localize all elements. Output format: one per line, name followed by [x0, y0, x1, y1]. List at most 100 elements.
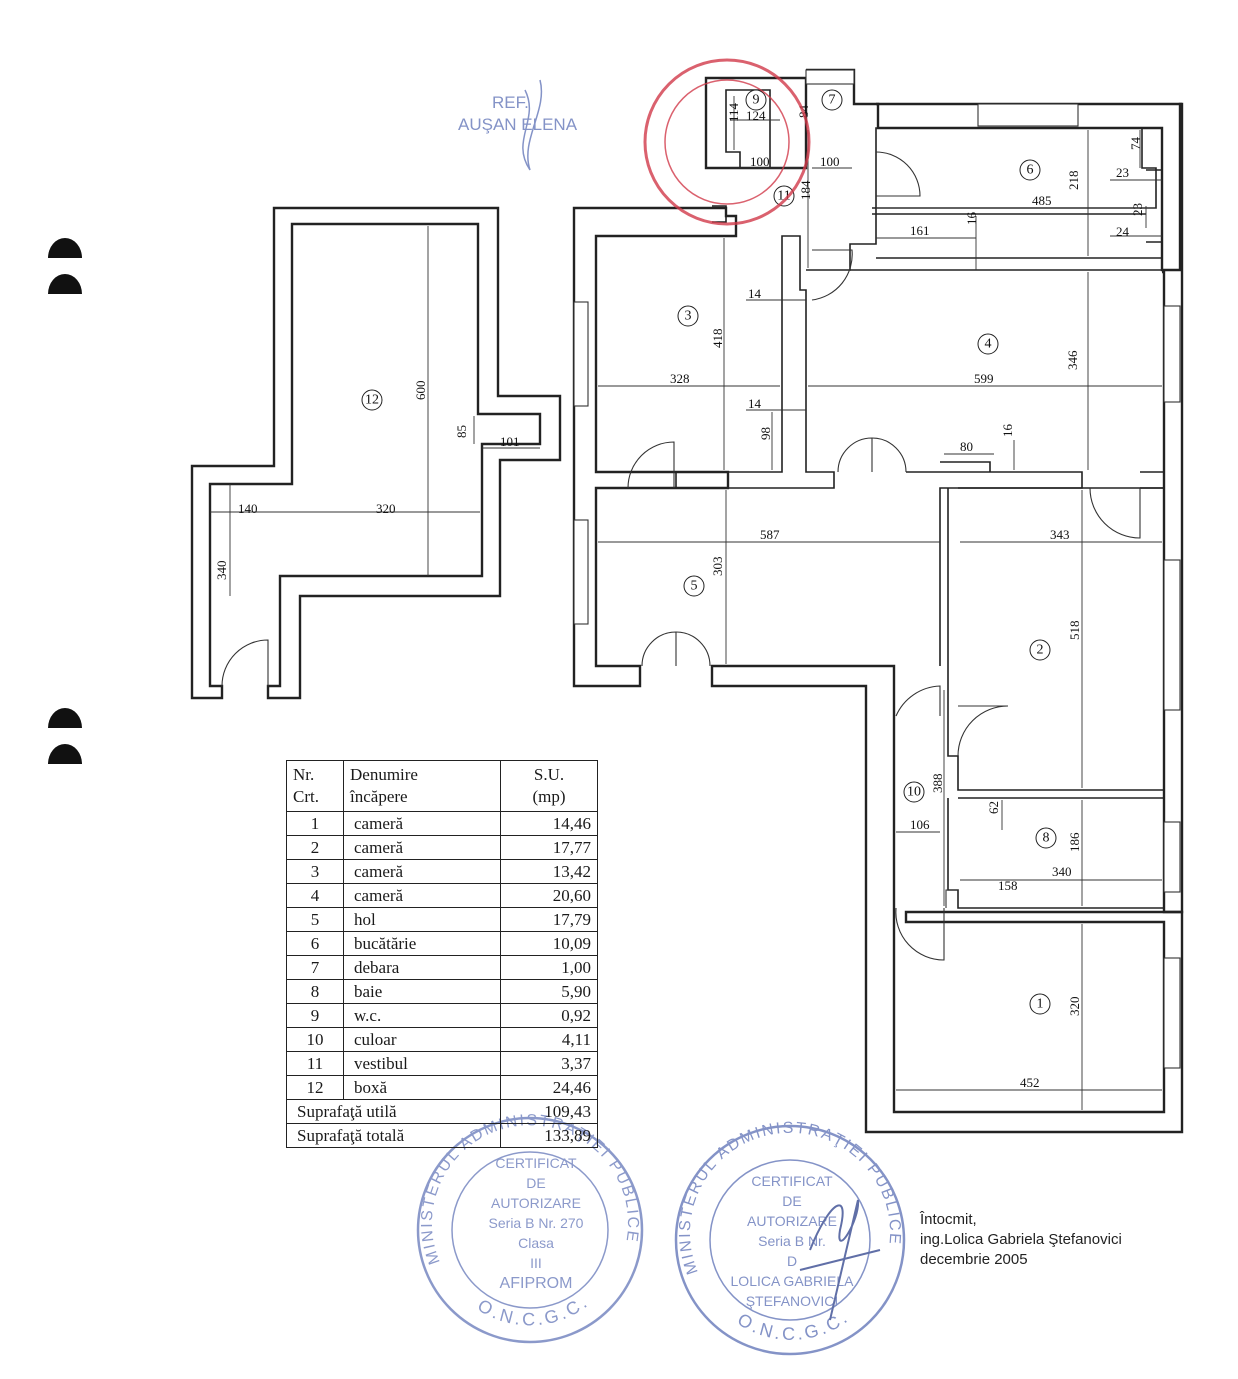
dimension-label: 388 — [930, 774, 945, 794]
cell-su: 5,90 — [500, 979, 598, 1004]
ref-note: REF. AUŞAN ELENA — [458, 79, 578, 171]
dimension-label: 158 — [998, 878, 1018, 893]
stamp-line: III — [530, 1255, 542, 1271]
stamp-line: Seria B Nr. — [758, 1233, 826, 1249]
signature-line-2: ing.Lolica Gabriela Ştefanovici — [920, 1231, 1122, 1248]
dimension-label: 587 — [760, 527, 780, 542]
cell-name: boxă — [343, 1075, 501, 1100]
cell-su: 13,42 — [500, 859, 598, 884]
stamp-line: CERTIFICAT — [751, 1173, 833, 1189]
cell-su: 0,92 — [500, 1003, 598, 1028]
cell-name: hol — [343, 907, 501, 932]
dimension-label: 518 — [1067, 621, 1082, 641]
cell-name: cameră — [343, 859, 501, 884]
dimension-label: 101 — [500, 434, 520, 449]
cell-su: 20,60 — [500, 883, 598, 908]
dimension-label: 114 — [726, 102, 741, 122]
svg-text:3: 3 — [685, 309, 692, 324]
stamp-line: CERTIFICAT — [495, 1155, 577, 1171]
dimension-label: 16 — [964, 212, 979, 226]
cell-name: debara — [343, 955, 501, 980]
dimension-label: 16 — [1000, 424, 1015, 438]
cell-nr: 5 — [286, 907, 344, 932]
dimension-label: 599 — [974, 371, 994, 386]
room-number-6: 6 — [1019, 159, 1041, 181]
cell-su: 17,77 — [500, 835, 598, 860]
cell-nr: 4 — [286, 883, 344, 908]
dimension-label: 343 — [1050, 527, 1070, 542]
stamp-line: Seria B Nr. 270 — [489, 1215, 584, 1231]
dimension-label: 485 — [1032, 193, 1052, 208]
cell-nr: 9 — [286, 1003, 344, 1028]
dimension-label: 418 — [710, 329, 725, 349]
dimension-label: 85 — [454, 425, 469, 438]
dimension-label: 340 — [214, 561, 229, 581]
right-authorization-stamp: MINISTERUL ADMINISTRAŢIEI PUBLICE O.N.C.… — [674, 1120, 906, 1356]
stamp-line: AUTORIZARE — [747, 1213, 837, 1229]
svg-text:10: 10 — [907, 785, 921, 800]
room-number-4: 4 — [977, 333, 999, 355]
total-label: Suprafaţă utilă — [286, 1099, 501, 1124]
svg-text:4: 4 — [985, 337, 992, 352]
svg-text:7: 7 — [829, 93, 836, 108]
room-number-11: 11 — [773, 185, 795, 207]
stamp-line: DE — [526, 1175, 545, 1191]
dimension-label: 14 — [748, 396, 762, 411]
dimension-label: 80 — [960, 439, 973, 454]
stamp-line: AUTORIZARE — [491, 1195, 581, 1211]
cell-nr: 11 — [286, 1051, 344, 1076]
dimension-label: 320 — [1067, 997, 1082, 1017]
room-number-5: 5 — [683, 575, 705, 597]
cell-name: baie — [343, 979, 501, 1004]
svg-text:REF.: REF. — [492, 93, 529, 112]
total-value: 109,43 — [500, 1099, 598, 1124]
apartment-walls — [572, 68, 1184, 1134]
stamp-line: LOLICA GABRIELA — [731, 1273, 855, 1289]
cell-nr: 1 — [286, 811, 344, 836]
dimension-label: 62 — [986, 801, 1001, 814]
svg-text:8: 8 — [1043, 831, 1050, 846]
stamp-line: Clasa — [518, 1235, 554, 1251]
signature-line-3: decembrie 2005 — [920, 1251, 1028, 1268]
cell-nr: 2 — [286, 835, 344, 860]
windows — [573, 69, 1181, 1069]
cell-su: 17,79 — [500, 907, 598, 932]
binder-hole — [48, 274, 82, 294]
room-12-door — [221, 639, 269, 687]
cell-su: 14,46 — [500, 811, 598, 836]
dimension-label: 106 — [910, 817, 930, 832]
dimension-label: 600 — [413, 381, 428, 401]
dimension-label: 100 — [820, 154, 840, 169]
svg-text:12: 12 — [365, 393, 379, 408]
room-number-12: 12 — [361, 389, 383, 411]
binder-hole — [48, 708, 82, 728]
dimension-label: 124 — [746, 108, 766, 123]
total-value: 133,89 — [500, 1123, 598, 1148]
cell-nr: 3 — [286, 859, 344, 884]
cell-name: bucătărie — [343, 931, 501, 956]
room-number-10: 10 — [903, 781, 925, 803]
header-nr: Nr.Crt. — [286, 760, 344, 812]
svg-text:O.N.C.G.C.: O.N.C.G.C. — [734, 1306, 853, 1344]
cell-name: vestibul — [343, 1051, 501, 1076]
cell-su: 4,11 — [500, 1027, 598, 1052]
dimension-label: 452 — [1020, 1075, 1040, 1090]
svg-text:O.N.C.G.C.: O.N.C.G.C. — [474, 1291, 593, 1329]
cell-su: 1,00 — [500, 955, 598, 980]
dimension-label: 98 — [758, 427, 773, 440]
svg-text:5: 5 — [691, 579, 698, 594]
stamp-line: ŞTEFANOVICI — [746, 1293, 839, 1309]
cell-name: cameră — [343, 835, 501, 860]
signature-block: Întocmit, ing.Lolica Gabriela Ştefanovic… — [920, 1210, 1122, 1270]
signature-line-1: Întocmit, — [920, 1211, 977, 1228]
room-number-7: 7 — [821, 89, 843, 111]
